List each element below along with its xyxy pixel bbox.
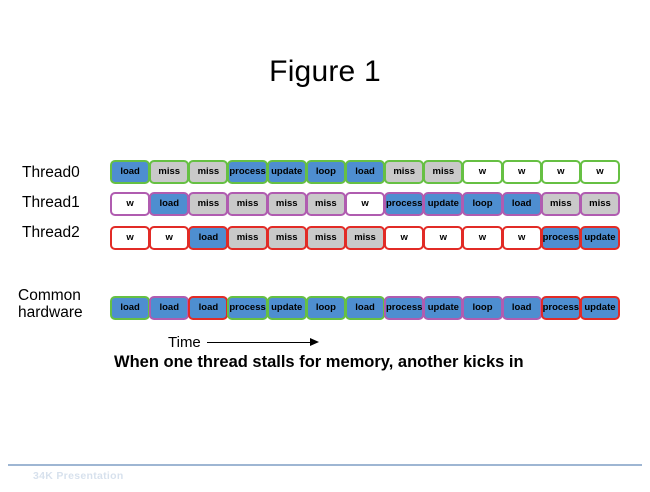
timeline-cell: miss — [227, 192, 268, 216]
timeline-cell: process — [384, 296, 425, 320]
timeline-cell: miss — [305, 226, 346, 250]
timeline-cell: miss — [188, 160, 229, 184]
timeline-cell: process — [227, 296, 268, 320]
timeline-cell: w — [462, 160, 503, 184]
timeline-cell: load — [149, 296, 190, 320]
timeline-cell: load — [501, 296, 542, 320]
timeline-cell: update — [579, 226, 621, 250]
timeline-cell: w — [579, 160, 621, 184]
timeline-cell: w — [344, 192, 386, 216]
timeline-cell: w — [501, 160, 542, 184]
timeline-cell: loop — [305, 160, 346, 184]
timeline-cell: miss — [266, 192, 307, 216]
timeline-cell: w — [540, 160, 581, 184]
timeline-cell: w — [462, 226, 503, 250]
timeline-cell: miss — [305, 192, 346, 216]
timeline-cell: loop — [462, 296, 503, 320]
timeline-cell: w — [110, 192, 151, 216]
timeline-cell: w — [423, 226, 464, 250]
timeline-cell: update — [423, 296, 464, 320]
timeline-cell: load — [110, 160, 151, 184]
timeline-cell: miss — [579, 192, 621, 216]
timeline-cell: load — [501, 192, 542, 216]
timeline-cell: miss — [540, 192, 581, 216]
footer-divider — [8, 464, 642, 466]
timeline-cell: update — [579, 296, 621, 320]
timeline-cell: load — [344, 160, 386, 184]
timeline-cell: miss — [423, 160, 464, 184]
timeline-cell: process — [384, 192, 425, 216]
timeline-cell: load — [188, 226, 229, 250]
timeline-cell: process — [540, 296, 581, 320]
timeline-cell: w — [384, 226, 425, 250]
timeline-cell: load — [188, 296, 229, 320]
timeline-cell: update — [266, 296, 307, 320]
timeline-cell: miss — [344, 226, 386, 250]
timeline-cell: miss — [188, 192, 229, 216]
timeline-cell: miss — [384, 160, 425, 184]
row-label-thread1: Thread1 — [22, 194, 80, 211]
time-arrow-icon — [206, 338, 319, 348]
timeline-cell: miss — [149, 160, 190, 184]
timeline-cell: miss — [266, 226, 307, 250]
figure-caption: When one thread stalls for memory, anoth… — [114, 353, 524, 371]
timeline-cell: process — [540, 226, 581, 250]
row-label-common-hardware: Common hardware — [18, 287, 83, 322]
row-label-thread0: Thread0 — [22, 164, 80, 181]
timeline-cell: process — [227, 160, 268, 184]
timeline-cell: w — [149, 226, 190, 250]
timeline-cell: load — [344, 296, 386, 320]
timeline-cell: loop — [305, 296, 346, 320]
timeline-cell: load — [149, 192, 190, 216]
timeline-cell: miss — [227, 226, 268, 250]
timeline-cell: loop — [462, 192, 503, 216]
timeline-cell: update — [266, 160, 307, 184]
footer-text: 34K Presentation — [33, 470, 124, 482]
page-title: Figure 1 — [269, 55, 381, 88]
timeline-cell: update — [423, 192, 464, 216]
timeline-cell: load — [110, 296, 151, 320]
row-label-thread2: Thread2 — [22, 224, 80, 241]
time-axis-label: Time — [168, 334, 201, 351]
timeline-cell: w — [501, 226, 542, 250]
time-axis: Time — [168, 334, 319, 351]
timeline-cell: w — [110, 226, 151, 250]
